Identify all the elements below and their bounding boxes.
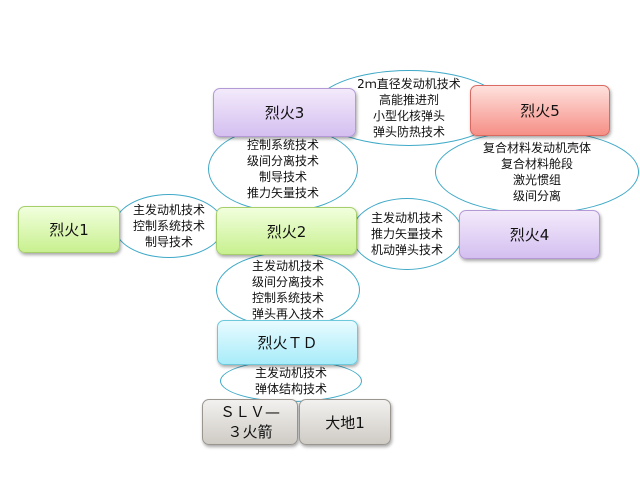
link-tech-item: 推力矢量技术	[370, 227, 443, 241]
link-tech-item: 弹体结构技术	[254, 382, 327, 396]
link-tech-item: 控制系统技术	[246, 138, 319, 152]
node-dadi1[interactable]: 大地1	[299, 399, 391, 445]
node-liehuo2[interactable]: 烈火2	[216, 207, 357, 255]
link-tech-item: 主发动机技术	[370, 211, 443, 225]
link-liehuo2-liehuo4: 主发动机技术 推力矢量技术 机动弹头技术	[351, 198, 463, 270]
node-label-line: ＳＬＶ—	[219, 403, 280, 421]
node-liehuo3[interactable]: 烈火3	[213, 88, 356, 137]
node-slv3[interactable]: ＳＬＶ— ３火箭	[202, 399, 298, 445]
link-liehuotd-liehuo2: 主发动机技术 级间分离技术 控制系统技术 弹头再入技术	[216, 252, 360, 328]
link-tech-item: 主发动机技术	[251, 259, 324, 273]
node-label-line: ３火箭	[227, 423, 273, 441]
link-liehuo1-liehuo2: 主发动机技术 控制系统技术 制导技术	[114, 194, 224, 258]
link-tech-item: 复合材料舱段	[500, 157, 573, 171]
link-tech-item: 控制系统技术	[132, 219, 205, 233]
link-tech-item: 2ｍ直径发动机技术	[357, 77, 461, 91]
link-base-liehuotd: 主发动机技术 弹体结构技术	[220, 360, 362, 402]
link-tech-item: 制导技术	[144, 235, 193, 249]
link-tech-item: 主发动机技术	[254, 366, 327, 380]
link-tech-item: 制导技术	[258, 170, 307, 184]
link-tech-item: 级间分离	[512, 189, 561, 203]
link-liehuo4-liehuo5: 复合材料发动机壳体 复合材料舱段 激光惯组 级间分离	[435, 130, 639, 214]
link-tech-item: 推力矢量技术	[246, 186, 319, 200]
link-tech-item: 高能推进剂	[378, 93, 439, 107]
link-tech-item: 级间分离技术	[251, 275, 324, 289]
node-liehuo1[interactable]: 烈火1	[18, 206, 120, 253]
link-tech-item: 级间分离技术	[246, 154, 319, 168]
node-liehuo4[interactable]: 烈火4	[459, 210, 600, 259]
link-tech-item: 主发动机技术	[132, 203, 205, 217]
link-tech-item: 小型化核弹头	[372, 109, 445, 123]
node-liehuo5[interactable]: 烈火5	[470, 85, 610, 136]
link-tech-item: 控制系统技术	[251, 291, 324, 305]
node-liehuo-td[interactable]: 烈火ＴＤ	[217, 320, 358, 365]
link-tech-item: 弹头防热技术	[372, 125, 445, 139]
link-tech-item: 机动弹头技术	[370, 243, 443, 257]
link-tech-item: 复合材料发动机壳体	[482, 141, 591, 155]
link-tech-item: 弹头再入技术	[251, 307, 324, 321]
link-liehuo2-liehuo3: 控制系统技术 级间分离技术 制导技术 推力矢量技术	[208, 126, 358, 212]
link-tech-item: 激光惯组	[512, 173, 561, 187]
